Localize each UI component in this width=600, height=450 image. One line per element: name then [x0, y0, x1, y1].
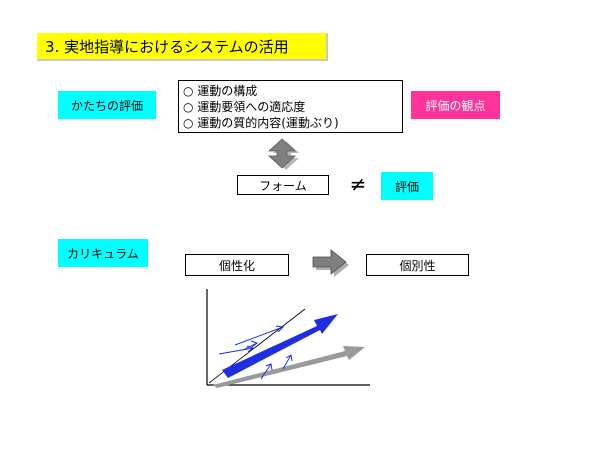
right-arrow-icon — [312, 249, 349, 277]
individuality-box: 個別性 — [366, 254, 469, 276]
page-title: 3. 実地指導におけるシステムの活用 — [37, 33, 328, 61]
main-blue-arrow — [222, 314, 338, 378]
shadow-arrow — [213, 346, 365, 388]
katachi-evaluation-label: かたちの評価 — [58, 91, 156, 119]
criteria-item: 運動要領への適応度 — [183, 99, 398, 115]
criteria-item: 運動の構成 — [183, 83, 398, 99]
not-equal-symbol: ≠ — [349, 172, 367, 196]
individualization-box: 個性化 — [185, 254, 289, 276]
form-box: フォーム — [237, 175, 329, 195]
thin-line — [208, 308, 306, 384]
evaluation-label: 評価 — [381, 172, 433, 200]
criteria-box: 運動の構成 運動要領への適応度 運動の質的内容(運動ぶり) — [178, 80, 403, 133]
growth-graph — [206, 289, 370, 388]
evaluation-viewpoint-label: 評価の観点 — [411, 91, 500, 119]
criteria-item: 運動の質的内容(運動ぶり) — [183, 115, 398, 131]
double-arrow-icon — [267, 138, 299, 170]
curriculum-label: カリキュラム — [58, 239, 148, 267]
small-arrows — [218, 325, 293, 380]
